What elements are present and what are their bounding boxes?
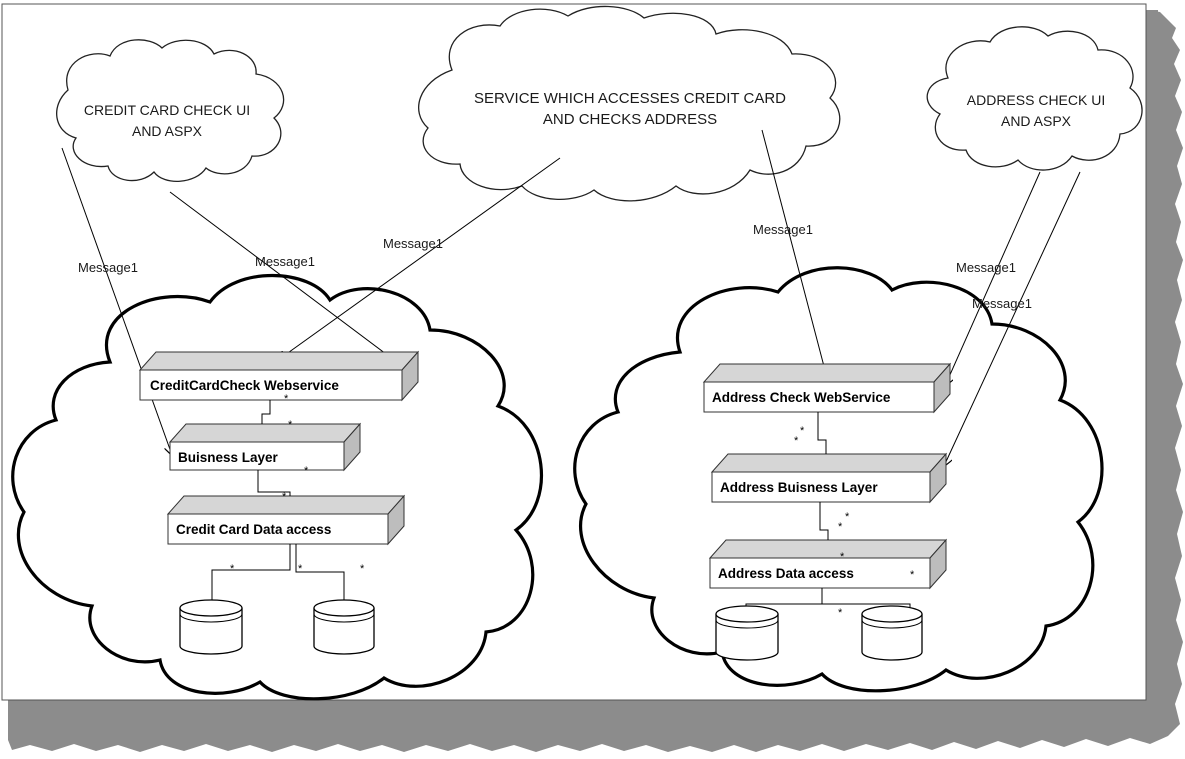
credit-data-access-box: Credit Card Data access: [166, 494, 406, 546]
service-cloud: SERVICE WHICH ACCESSES CREDIT CARD AND C…: [418, 5, 841, 202]
multiplicity-marker: *: [360, 563, 365, 575]
multiplicity-marker: *: [288, 419, 293, 431]
multiplicity-marker: *: [840, 551, 845, 563]
message-label: Message1: [956, 260, 1016, 275]
database-cylinder-icon: [313, 599, 375, 655]
address-webservice-label: Address Check WebService: [712, 390, 891, 405]
credit-card-ui-label-line1: CREDIT CARD CHECK UI: [84, 102, 250, 118]
address-business-box: Address Buisness Layer: [710, 452, 948, 504]
message-label: Message1: [255, 254, 315, 269]
message-connectors: [61, 129, 1081, 466]
credit-stack-connectors: [211, 400, 345, 602]
database-cylinder-icon: [861, 605, 923, 661]
multiplicity-marker: *: [284, 393, 289, 405]
message-label: Message1: [972, 296, 1032, 311]
message-label: Message1: [753, 222, 813, 237]
database-cylinder-icon: [179, 599, 243, 655]
credit-card-ui-cloud: CREDIT CARD CHECK UI AND ASPX: [56, 39, 285, 183]
multiplicity-marker: *: [230, 563, 235, 575]
multiplicity-marker: *: [794, 435, 799, 447]
database-cylinder-icon: [715, 605, 779, 661]
message-label: Message1: [78, 260, 138, 275]
multiplicity-marker: *: [910, 569, 915, 581]
msg-line-service-to-webservice: [278, 157, 561, 360]
multiplicity-marker: *: [282, 491, 287, 503]
msg-line-ui-to-webservice: [169, 191, 410, 372]
service-label-line1: SERVICE WHICH ACCESSES CREDIT CARD: [474, 90, 786, 107]
multiplicity-marker: *: [845, 511, 850, 523]
credit-business-label: Buisness Layer: [178, 450, 279, 465]
address-webservice-box: Address Check WebService: [702, 362, 952, 414]
address-ui-label-line2: AND ASPX: [1001, 113, 1072, 129]
msg-line-service-to-address-ws: [761, 129, 826, 374]
credit-webservice-box: CreditCardCheck Webservice: [138, 350, 420, 402]
msg-line-address-ui-to-ws: [945, 171, 1041, 386]
service-label-line2: AND CHECKS ADDRESS: [543, 111, 717, 128]
message-label: Message1: [383, 236, 443, 251]
multiplicity-marker: *: [800, 425, 805, 437]
credit-card-ui-label-line2: AND ASPX: [132, 123, 203, 139]
address-ui-cloud: ADDRESS CHECK UI AND ASPX: [926, 26, 1143, 171]
address-data-access-label: Address Data access: [718, 566, 854, 581]
multiplicity-marker: *: [298, 563, 303, 575]
multiplicity-marker: *: [304, 465, 309, 477]
credit-business-box: Buisness Layer: [168, 422, 362, 472]
multiplicity-marker: *: [838, 521, 843, 533]
credit-webservice-label: CreditCardCheck Webservice: [150, 378, 339, 393]
msg-line-left-ui-to-business: [61, 147, 172, 455]
address-data-access-box: Address Data access: [708, 538, 948, 590]
msg-line-address-ui-to-business: [944, 171, 1081, 466]
credit-data-access-label: Credit Card Data access: [176, 522, 331, 537]
multiplicity-marker: *: [838, 607, 843, 619]
page-shadow: [8, 10, 1183, 752]
address-business-label: Address Buisness Layer: [720, 480, 878, 495]
address-ui-label-line1: ADDRESS CHECK UI: [967, 92, 1105, 108]
